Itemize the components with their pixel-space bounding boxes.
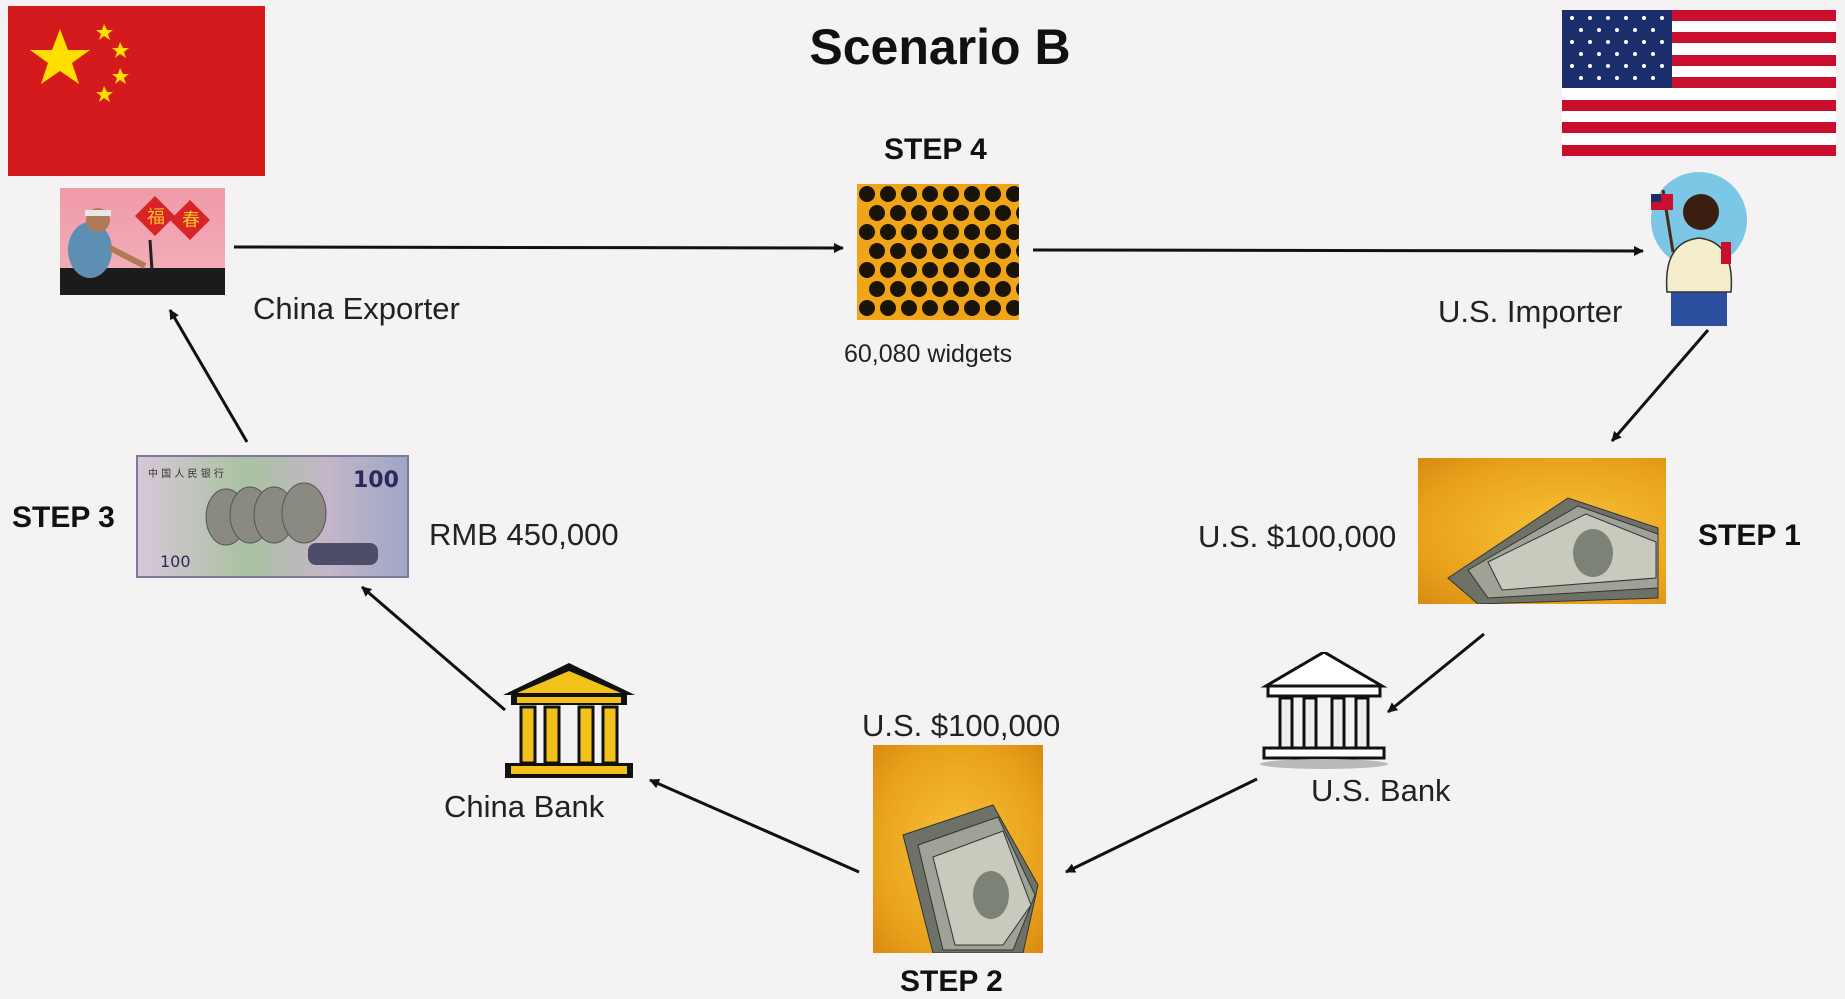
widget-cell <box>869 205 885 221</box>
arrow-usd2-to-chinabank <box>649 778 860 874</box>
widget-cell <box>859 224 875 240</box>
widget-cell <box>859 300 875 316</box>
widget-cell <box>859 186 875 202</box>
widget-cell <box>922 224 938 240</box>
arrow-usbank-to-usd2 <box>1065 777 1258 874</box>
widget-cell <box>932 205 948 221</box>
widget-cell <box>901 262 917 278</box>
widget-cell <box>943 300 959 316</box>
step-4-label: STEP 4 <box>884 133 987 166</box>
rmb-amount: RMB 450,000 <box>429 517 619 552</box>
svg-text:100: 100 <box>160 552 191 571</box>
china-flag-icon <box>8 6 265 176</box>
dollar-stack-icon <box>873 745 1043 954</box>
widget-cell <box>911 205 927 221</box>
arrow-exporter-to-widgets <box>233 242 844 253</box>
usd-step1-amount: U.S. $100,000 <box>1198 519 1397 554</box>
bank-building-icon <box>503 663 635 778</box>
svg-text:100: 100 <box>353 468 399 493</box>
widget-cell <box>1006 262 1022 278</box>
step-3-label: STEP 3 <box>12 501 115 534</box>
diagram-title: Scenario B <box>809 19 1071 75</box>
svg-text:福: 福 <box>147 207 165 228</box>
widget-cell <box>880 300 896 316</box>
bank-building-icon <box>1258 650 1390 770</box>
widget-cell <box>985 262 1001 278</box>
widget-cell <box>974 205 990 221</box>
widget-cell <box>922 300 938 316</box>
widget-cell <box>869 281 885 297</box>
widget-cell <box>995 281 1011 297</box>
widget-cell <box>890 205 906 221</box>
widget-cell <box>1006 300 1022 316</box>
svg-text:春: 春 <box>182 210 200 231</box>
widget-cell <box>1006 224 1022 240</box>
widget-cell <box>911 243 927 259</box>
arrow-widgets-to-importer <box>1032 245 1644 256</box>
widget-cell <box>964 300 980 316</box>
widget-cell <box>985 186 1001 202</box>
step-1-label: STEP 1 <box>1698 519 1801 552</box>
arrow-rmb-to-exporter <box>168 309 249 443</box>
china-bank-label: China Bank <box>444 789 605 824</box>
widget-cell <box>922 186 938 202</box>
widgets-grid-icon <box>857 184 1032 320</box>
arrow-chinabank-to-rmb <box>361 585 506 712</box>
widget-cell <box>932 281 948 297</box>
svg-text:中 国 人 民 银 行: 中 国 人 民 银 行 <box>148 467 224 480</box>
widget-cell <box>943 224 959 240</box>
china-exporter-label: China Exporter <box>253 291 460 326</box>
widget-cell <box>880 262 896 278</box>
usd-step2-amount: U.S. $100,000 <box>862 708 1061 743</box>
us-flag-icon <box>1562 10 1836 156</box>
widget-cell <box>985 224 1001 240</box>
widget-cell <box>932 243 948 259</box>
widget-cell <box>859 262 875 278</box>
arrow-importer-to-usd1 <box>1610 329 1710 442</box>
widget-cell <box>974 281 990 297</box>
widget-cell <box>964 186 980 202</box>
widget-cell <box>985 300 1001 316</box>
rmb-banknote-icon: 中 国 人 民 银 行 100 100 <box>136 455 409 578</box>
widget-cell <box>943 262 959 278</box>
exporter-worker-icon: 福 春 <box>60 188 225 295</box>
widget-cell <box>964 224 980 240</box>
widget-cell <box>880 224 896 240</box>
widget-cell <box>964 262 980 278</box>
widget-cell <box>953 205 969 221</box>
widget-cell <box>901 224 917 240</box>
widget-cell <box>911 281 927 297</box>
widget-cell <box>995 205 1011 221</box>
widget-cell <box>943 186 959 202</box>
widget-cell <box>995 243 1011 259</box>
arrow-usd1-to-usbank <box>1387 632 1485 714</box>
widget-cell <box>890 281 906 297</box>
us-bank-label: U.S. Bank <box>1311 773 1451 808</box>
dollar-stack-icon <box>1418 458 1666 605</box>
widget-cell <box>890 243 906 259</box>
widgets-amount: 60,080 widgets <box>844 340 1013 368</box>
widget-cell <box>869 243 885 259</box>
widget-cell <box>922 262 938 278</box>
us-importer-label: U.S. Importer <box>1438 294 1623 329</box>
widget-cell <box>953 243 969 259</box>
widget-cell <box>901 186 917 202</box>
widget-cell <box>901 300 917 316</box>
widget-cell <box>880 186 896 202</box>
widget-cell <box>1006 186 1022 202</box>
importer-person-icon <box>1643 172 1755 328</box>
step-2-label: STEP 2 <box>900 965 1003 998</box>
widget-cell <box>974 243 990 259</box>
widget-cell <box>953 281 969 297</box>
